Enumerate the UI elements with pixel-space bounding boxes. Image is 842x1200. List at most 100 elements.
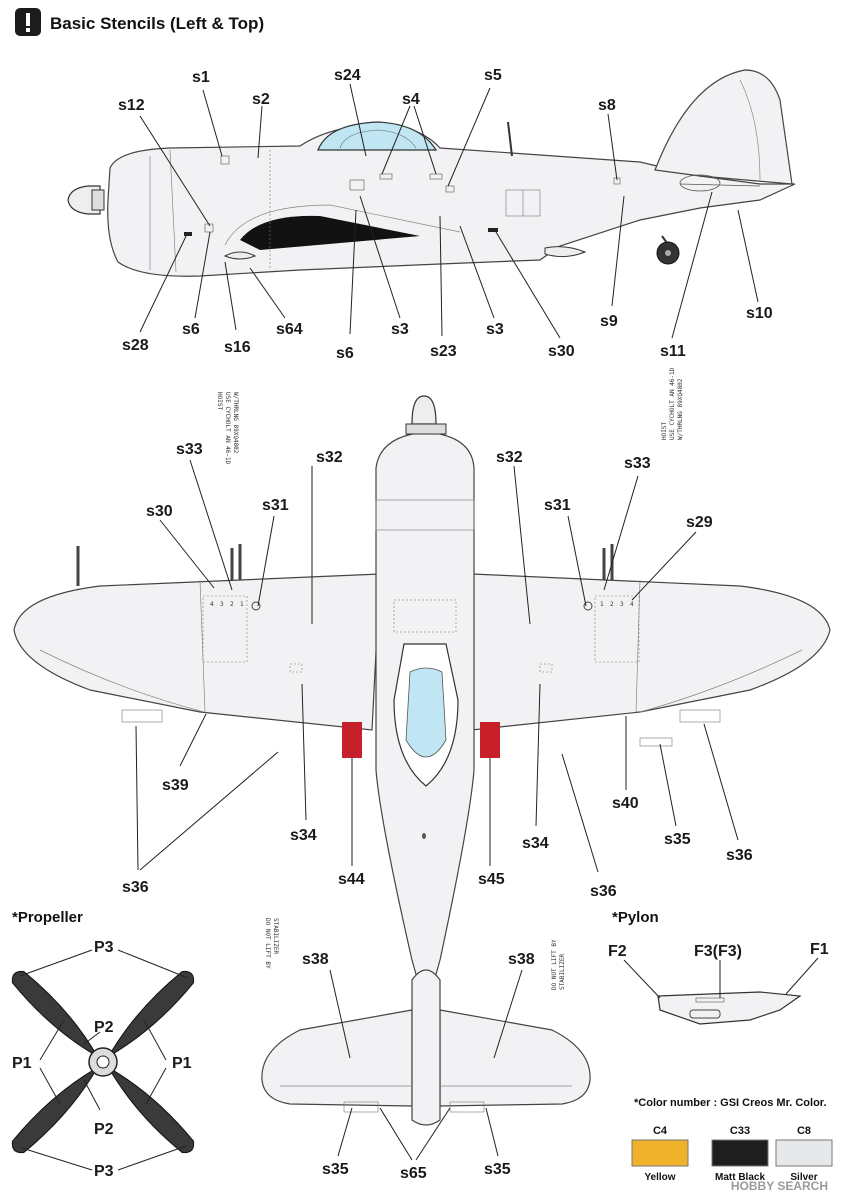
callout-label: s9 bbox=[600, 313, 618, 330]
callout-label: s40 bbox=[612, 795, 639, 812]
side-canopy bbox=[317, 121, 438, 151]
pylon-drawing bbox=[657, 991, 802, 1025]
left-wing bbox=[13, 573, 381, 731]
color-note: *Color number : GSI Creos Mr. Color. bbox=[634, 1097, 827, 1109]
svg-text:HOIST: HOIST bbox=[661, 422, 668, 440]
pylon-title: *Pylon bbox=[612, 909, 659, 926]
callout-label: s35 bbox=[484, 1161, 511, 1178]
svg-text:USE CYCHOLT AN 46-1D: USE CYCHOLT AN 46-1D bbox=[669, 367, 676, 440]
top-view-aircraft: 4 3 2 1 1 2 3 4 bbox=[13, 395, 831, 1013]
callout-label: s6 bbox=[336, 345, 354, 362]
callout-label: s36 bbox=[590, 883, 617, 900]
callout-label: s28 bbox=[122, 337, 149, 354]
side-view-aircraft bbox=[67, 69, 796, 277]
callout-label: s38 bbox=[302, 951, 329, 968]
flap-number: 4 bbox=[210, 601, 214, 608]
flap-number: 3 bbox=[620, 601, 624, 608]
callout-label: s30 bbox=[548, 343, 575, 360]
color-swatch bbox=[711, 1139, 769, 1167]
callout-label: s33 bbox=[176, 441, 203, 458]
stabilizer-stencil-left: DO NOT LIFT BY STABILIZER bbox=[264, 918, 279, 969]
svg-text:DO NOT LIFT BY: DO NOT LIFT BY bbox=[264, 918, 271, 969]
callout-label: s8 bbox=[598, 97, 616, 114]
callout-label: s4 bbox=[402, 91, 420, 108]
callout-label: s1 bbox=[192, 69, 210, 86]
callout-label: F1 bbox=[810, 941, 829, 958]
svg-text:W/THRLNG 89XQ4802: W/THRLNG 89XQ4802 bbox=[232, 392, 239, 454]
callout-label: s16 bbox=[224, 339, 251, 356]
callout-label: F2 bbox=[608, 943, 627, 960]
propeller-section: *Propeller P3 P2 P1 bbox=[11, 909, 195, 1180]
swatch-name: Yellow bbox=[644, 1172, 675, 1183]
hoist-stencil-right: HOIST USE CYCHOLT AN 46-1D W/THRLNG 89XQ… bbox=[661, 367, 684, 440]
callout-label: s32 bbox=[316, 449, 343, 466]
callout-label: s3 bbox=[391, 321, 409, 338]
pylon-section: *Pylon F2 F3(F3) F1 bbox=[608, 909, 829, 1025]
top-view-labels: s32 s32 s33 s33 s30 s31 s31 s29 s39 s34 … bbox=[122, 441, 753, 900]
callout-label: F3(F3) bbox=[694, 943, 742, 960]
callout-label: s33 bbox=[624, 455, 651, 472]
callout-label: s23 bbox=[430, 343, 457, 360]
callout-label: s6 bbox=[182, 321, 200, 338]
color-legend: *Color number : GSI Creos Mr. Color. C4Y… bbox=[631, 1097, 833, 1183]
swatch-name: Silver bbox=[790, 1172, 817, 1183]
callout-label: s5 bbox=[484, 67, 502, 84]
callout-label: s31 bbox=[544, 497, 571, 514]
callout-label: s36 bbox=[122, 879, 149, 896]
flap-number: 1 bbox=[600, 601, 604, 608]
callout-label: P1 bbox=[172, 1055, 192, 1072]
callout-label: s31 bbox=[262, 497, 289, 514]
callout-label: P1 bbox=[12, 1055, 32, 1072]
callout-label: s34 bbox=[522, 835, 549, 852]
callout-label: s64 bbox=[276, 321, 303, 338]
right-wing bbox=[471, 573, 831, 731]
flap-number: 2 bbox=[230, 601, 234, 608]
hoist-stencil-left: HOIST USE CYCHOLT AN 46-1D W/THRLNG 89XQ… bbox=[216, 392, 239, 465]
sheet-header: Basic Stencils (Left & Top) bbox=[15, 8, 264, 36]
swatch-code: C4 bbox=[653, 1125, 668, 1137]
callout-label: s65 bbox=[400, 1165, 427, 1182]
tail-labels: s38 s38 s35 s65 s35 bbox=[302, 951, 535, 1182]
left-stabilizer bbox=[261, 1009, 413, 1107]
svg-text:STABILIZER: STABILIZER bbox=[559, 953, 566, 990]
side-view-labels: s1 s24 s5 s12 s2 s4 s8 s28 s6 s16 s64 s6… bbox=[118, 67, 773, 362]
callout-label: P2 bbox=[94, 1019, 114, 1036]
side-leader-lines bbox=[139, 83, 759, 339]
callout-label: s10 bbox=[746, 305, 773, 322]
callout-label: s44 bbox=[338, 871, 365, 888]
flap-number: 1 bbox=[240, 601, 244, 608]
svg-text:HOIST: HOIST bbox=[216, 392, 223, 410]
red-walkway-patch-right bbox=[480, 722, 500, 758]
callout-label: s34 bbox=[290, 827, 317, 844]
red-walkway-patch-left bbox=[342, 722, 362, 758]
flap-number: 3 bbox=[220, 601, 224, 608]
top-canopy bbox=[405, 667, 447, 758]
swatch-code: C33 bbox=[730, 1125, 750, 1137]
flap-number: 4 bbox=[630, 601, 634, 608]
callout-label: s12 bbox=[118, 97, 145, 114]
sheet-title: Basic Stencils (Left & Top) bbox=[50, 14, 264, 33]
callout-label: s35 bbox=[322, 1161, 349, 1178]
top-leader-lines bbox=[135, 459, 739, 873]
swatch-code: C8 bbox=[797, 1125, 811, 1137]
callout-label: s36 bbox=[726, 847, 753, 864]
callout-label: s38 bbox=[508, 951, 535, 968]
callout-label: s35 bbox=[664, 831, 691, 848]
callout-label: s29 bbox=[686, 514, 713, 531]
callout-label: s39 bbox=[162, 777, 189, 794]
tail-fuselage bbox=[411, 969, 441, 1126]
svg-text:STABILIZER: STABILIZER bbox=[272, 918, 279, 955]
watermark: HOBBY SEARCH bbox=[731, 1179, 828, 1193]
callout-label: s2 bbox=[252, 91, 270, 108]
callout-label: s30 bbox=[146, 503, 173, 520]
stabilizer-stencil-right: DO NOT LIFT BY STABILIZER bbox=[551, 939, 566, 990]
right-stabilizer bbox=[439, 1009, 591, 1107]
color-swatch bbox=[775, 1139, 833, 1167]
propeller-leader-lines bbox=[19, 949, 189, 1171]
callout-label: s45 bbox=[478, 871, 505, 888]
propeller-drawing bbox=[11, 970, 195, 1154]
callout-label: P3 bbox=[94, 939, 114, 956]
tail-leader-lines bbox=[329, 969, 523, 1161]
